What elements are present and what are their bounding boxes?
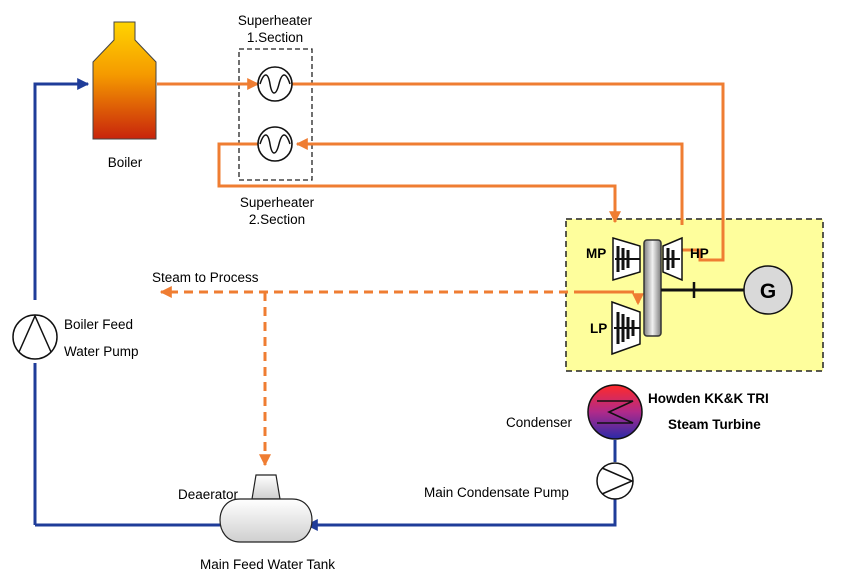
feed-water-tank-icon xyxy=(219,474,313,543)
boiler-label: Boiler xyxy=(107,155,143,170)
superheater-1-label-line1: Superheater xyxy=(237,13,313,28)
condensate-pump-icon xyxy=(596,462,634,500)
gearbox-icon xyxy=(643,239,662,337)
boiler-icon xyxy=(92,21,157,140)
condensate-line xyxy=(305,498,617,531)
superheater-2-icon xyxy=(257,126,293,162)
condensate-pump-label: Main Condensate Pump xyxy=(424,485,569,500)
feed-water-tank-label: Main Feed Water Tank xyxy=(200,557,336,572)
steam-to-process-label: Steam to Process xyxy=(152,270,259,285)
generator-shaft xyxy=(661,282,746,298)
mp-label: MP xyxy=(586,246,607,261)
condenser-label: Condenser xyxy=(506,415,573,430)
turbine-label-line2: Steam Turbine xyxy=(668,417,761,432)
steam-lines xyxy=(157,78,725,262)
deaerator-label: Deaerator xyxy=(178,487,239,502)
steam-lp-line xyxy=(580,290,644,306)
hp-label: HP xyxy=(690,246,709,261)
lp-turbine-icon xyxy=(611,300,641,356)
boiler-feed-pump-label-line2: Water Pump xyxy=(64,344,139,359)
superheater-box xyxy=(238,48,313,181)
superheater-1-icon xyxy=(257,66,293,102)
turbine-label-line1: Howden KK&K TRI xyxy=(648,391,769,406)
steam-line-sh2-to-mp xyxy=(217,142,621,224)
steam-line-hp-return xyxy=(295,138,684,225)
boiler-feed-pump-icon xyxy=(12,314,58,360)
generator-icon xyxy=(743,265,793,315)
condenser-icon xyxy=(587,384,643,440)
steam-line-sh1-to-hp xyxy=(292,82,725,262)
lp-label: LP xyxy=(590,321,608,336)
superheater-2-label-line2: 2.Section xyxy=(248,212,306,227)
mp-turbine-icon xyxy=(612,236,641,282)
hp-turbine-icon xyxy=(662,236,683,282)
boiler-feed-pump-label-line1: Boiler Feed xyxy=(64,317,134,332)
superheater-2-label-line1: Superheater xyxy=(239,195,315,210)
generator-label: G xyxy=(760,280,776,303)
superheater-1-label-line2: 1.Section xyxy=(246,30,304,45)
feedwater-line-to-boiler xyxy=(33,78,90,300)
feedwater-lines xyxy=(33,78,617,531)
process-steam-lines xyxy=(159,286,644,467)
